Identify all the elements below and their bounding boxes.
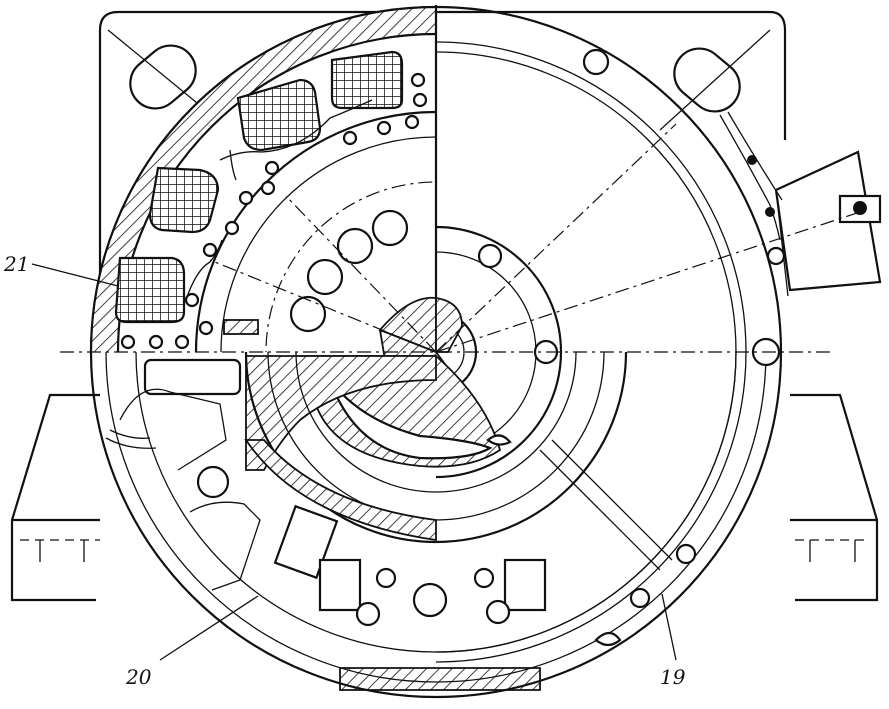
callout-19: 19 <box>660 665 686 689</box>
centre-lines <box>60 5 861 353</box>
terminal-box <box>719 111 882 297</box>
leader-line-19 <box>661 593 677 661</box>
field-poles <box>114 50 436 352</box>
leader-line-21 <box>31 263 119 287</box>
brush-gear <box>105 352 697 647</box>
leader-line-20 <box>159 595 259 661</box>
callouts: 21 20 19 <box>3 252 686 689</box>
callout-21: 21 <box>3 252 29 276</box>
callout-20: 20 <box>125 665 152 689</box>
